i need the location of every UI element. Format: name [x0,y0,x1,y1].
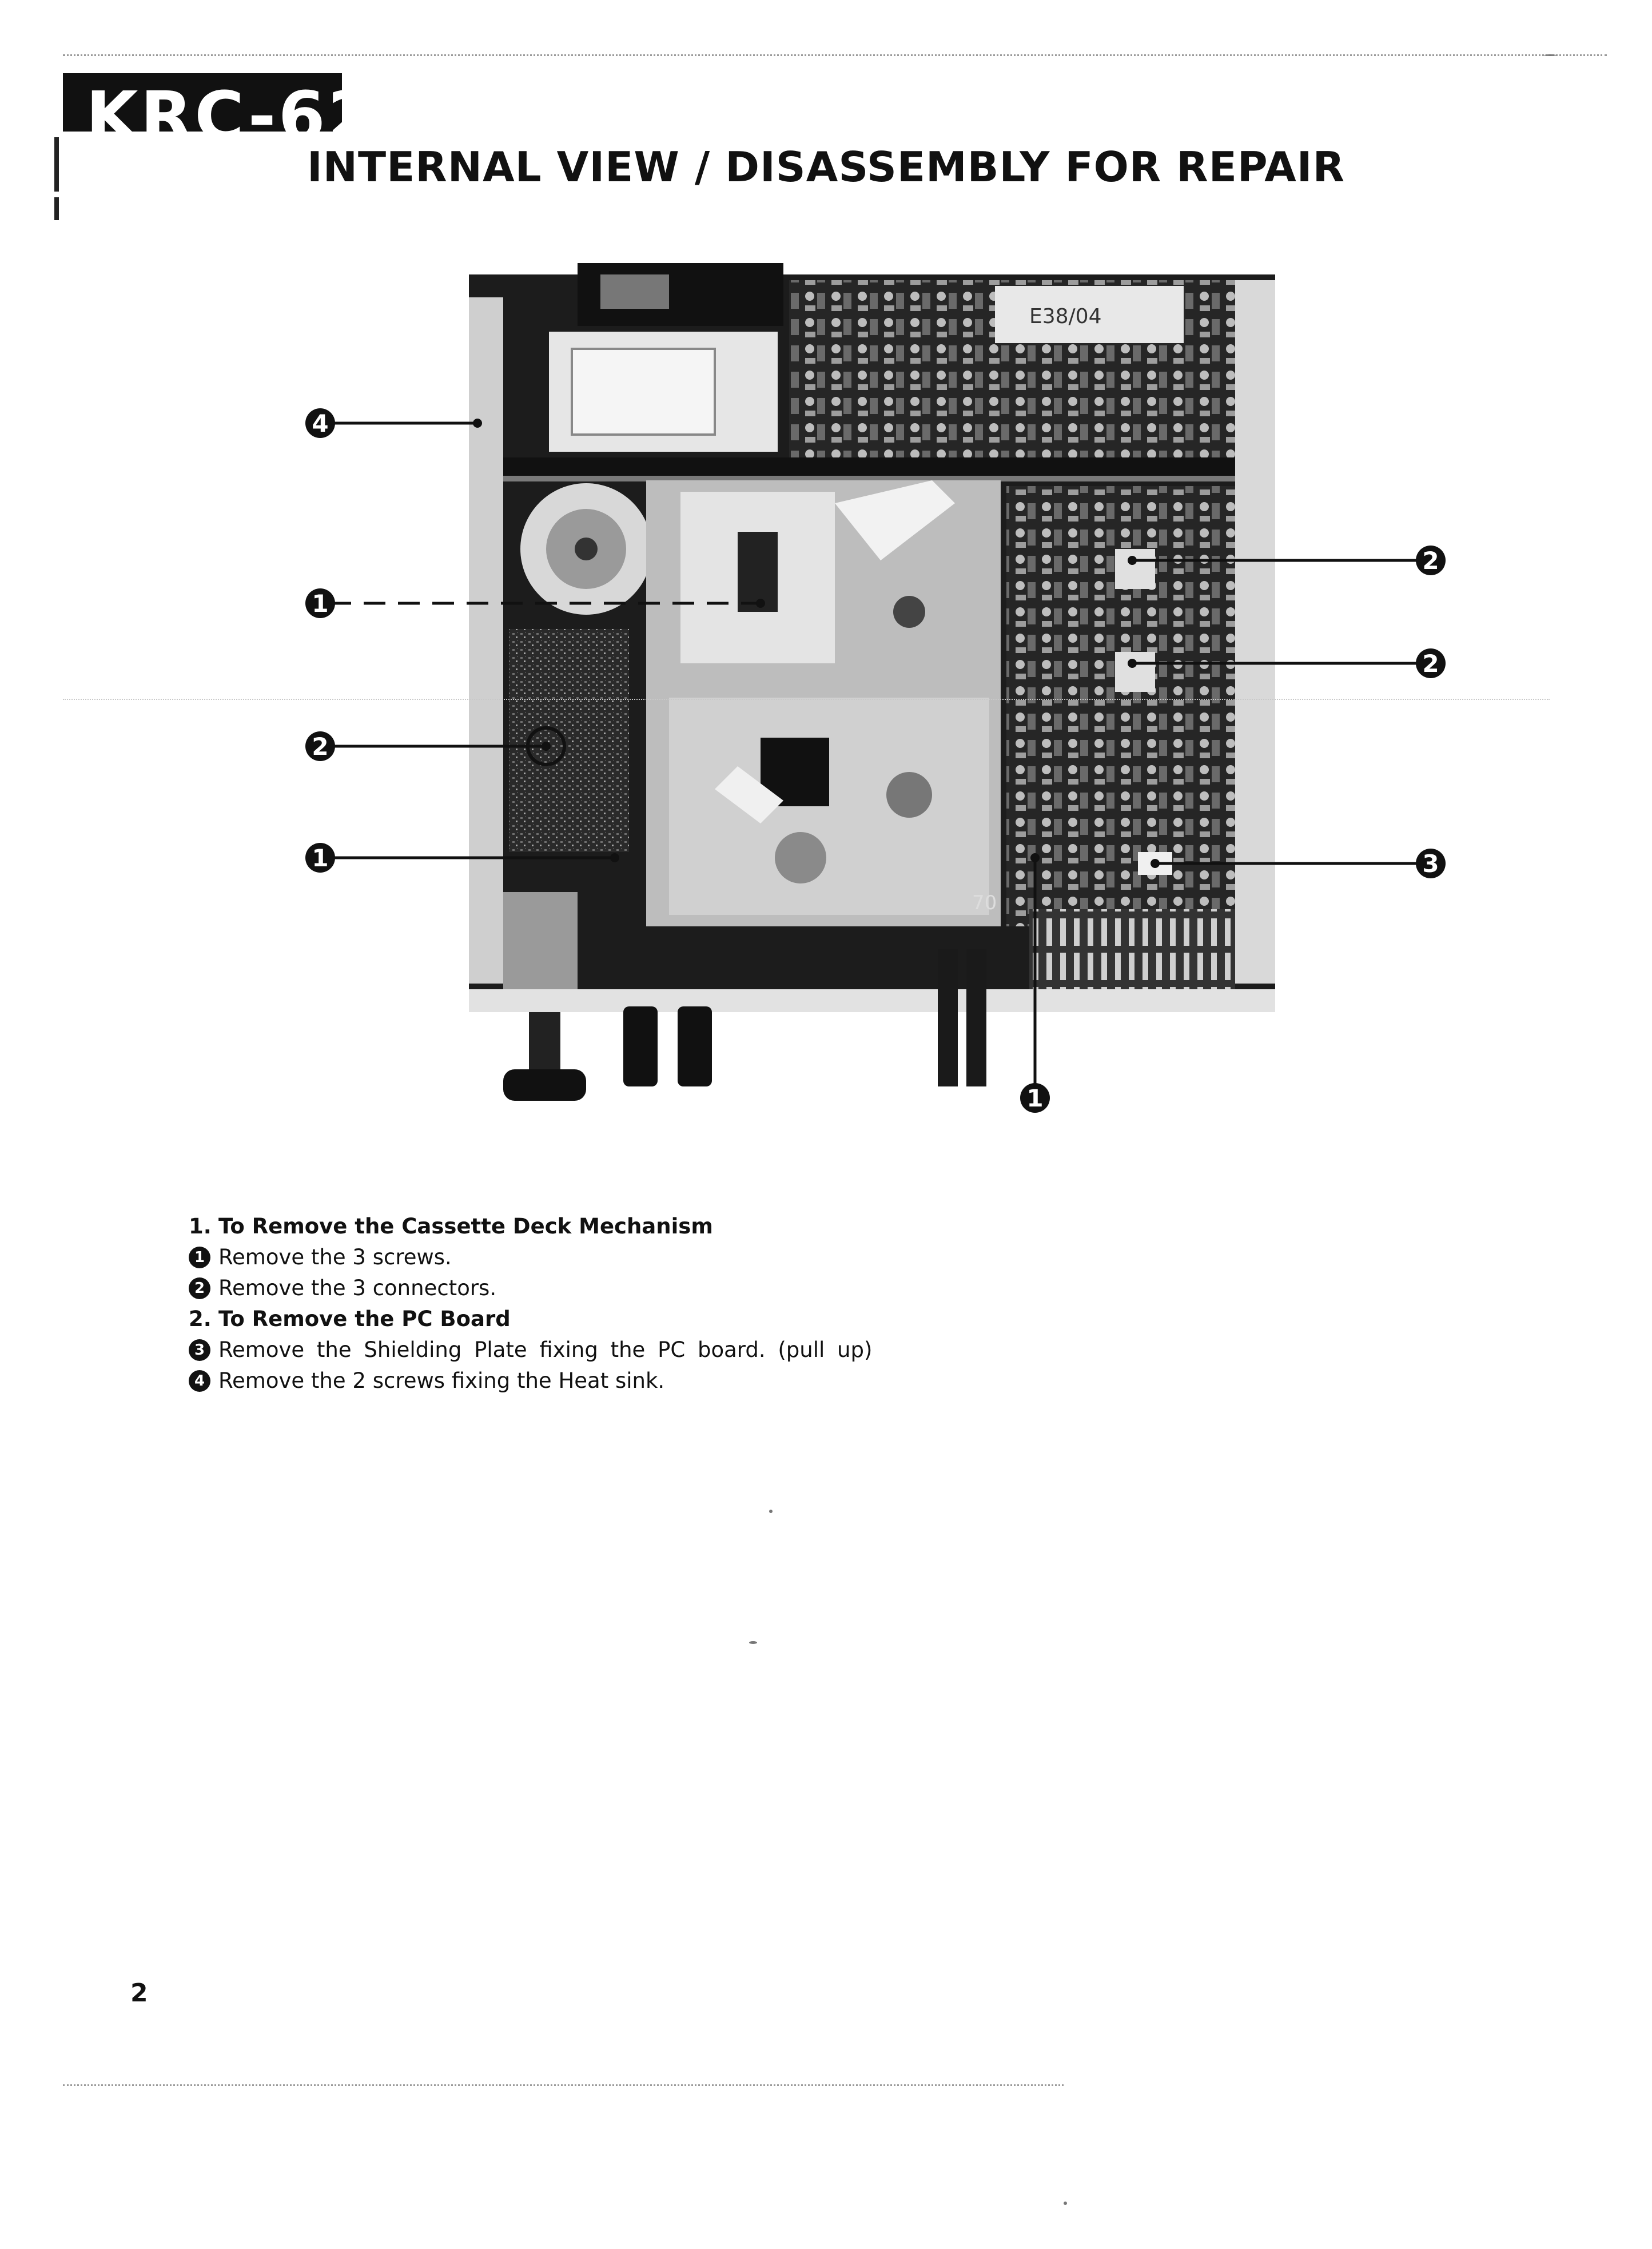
section-number: 2. [189,1307,212,1331]
callout-badge: 3 [1416,849,1446,878]
page-number: 2 [130,1979,148,2008]
step-line: 1 Remove the 3 screws. [189,1242,1504,1273]
volume-knob [623,1006,658,1086]
deck-plate-slot [738,532,778,612]
internal-view-photo: E38/04 70 [305,263,1446,1113]
scan-speck [1064,2202,1067,2205]
step-text: Remove the 2 screws fixing the Heat sink… [218,1368,665,1393]
section-title: To Remove the PC Board [218,1307,511,1331]
transformer-core [571,348,716,436]
callout-badge: 1 [305,588,335,618]
bottom-rule [63,2084,1064,2086]
callout-leaders [329,421,1421,1086]
step-text: Remove the Shielding Plate fixing the PC… [218,1338,873,1362]
front-shaft [938,949,958,1086]
model-banner: KRC-626D [63,73,342,132]
binding-mark [54,137,59,192]
heat-sink [1029,909,1235,989]
scan-speck [749,1641,757,1644]
tuning-knob-base [503,1069,586,1101]
model-banner-text: KRC-626D [86,77,342,132]
step-line: 4 Remove the 2 screws fixing the Heat si… [189,1366,1504,1396]
callout-badge: 2 [1416,546,1446,575]
svg-text:3: 3 [1422,850,1439,878]
front-shaft [966,949,986,1086]
callout-badge: 1 [1020,1083,1050,1113]
step-text: Remove the 3 screws. [218,1245,452,1269]
step-badge: 2 [189,1277,210,1299]
step-line: 2 Remove the 3 connectors. [189,1273,1504,1304]
section-heading: 1. To Remove the Cassette Deck Mechanism [189,1211,1504,1242]
svg-text:2: 2 [1422,547,1439,575]
board-label-plate [995,286,1184,343]
svg-text:2: 2 [312,733,328,761]
step-badge: 4 [189,1370,210,1392]
svg-text:2: 2 [1422,650,1439,678]
section-title: To Remove the Cassette Deck Mechanism [218,1214,713,1239]
left-connector-block [503,892,578,989]
internal-view-figure: E38/04 70 [303,263,1447,1144]
capstan [775,832,826,883]
head-arm [835,480,955,560]
binding-mark [54,197,59,220]
top-rule [63,54,1607,56]
callout-badge: 1 [305,843,335,873]
svg-text:1: 1 [1026,1084,1043,1112]
callout-target-dots [473,419,1160,868]
flywheel-center [575,538,598,560]
chassis-marking: 70 [972,891,997,914]
section-heading: 2. To Remove the PC Board [189,1304,1504,1335]
chassis-left-rail [469,297,503,984]
disassembly-instructions: 1. To Remove the Cassette Deck Mechanism… [189,1211,1504,1396]
connector [1115,549,1155,589]
connector [1115,652,1155,692]
connector-highlight-ring [526,726,566,766]
step-line: 3 Remove the Shielding Plate fixing the … [189,1335,1504,1366]
pinch-roller [886,772,932,818]
chassis-right-rail [1235,280,1275,984]
deck-slot [715,766,783,823]
svg-text:1: 1 [312,590,328,618]
callout-badge: 2 [305,731,335,761]
svg-text:4: 4 [312,409,328,437]
step-text: Remove the 3 connectors. [218,1276,497,1300]
scan-speck [1544,54,1557,56]
step-badge: 1 [189,1247,210,1268]
scan-speck [769,1510,773,1513]
mid-rule [63,699,1550,700]
section-number: 1. [189,1214,212,1239]
front-panel-strip [469,989,1275,1012]
board-divider-edge [503,476,1235,481]
balance-knob [678,1006,712,1086]
pulley [893,596,925,628]
step-badge: 3 [189,1339,210,1361]
tuning-knob [529,1012,560,1075]
svg-text:1: 1 [312,844,328,872]
board-marking: E38/04 [1029,305,1102,328]
page-title: INTERNAL VIEW / DISASSEMBLY FOR REPAIR [306,143,1346,191]
callout-badge: 2 [1416,648,1446,678]
callout-badge: 4 [305,408,335,438]
rear-connector [600,274,669,309]
